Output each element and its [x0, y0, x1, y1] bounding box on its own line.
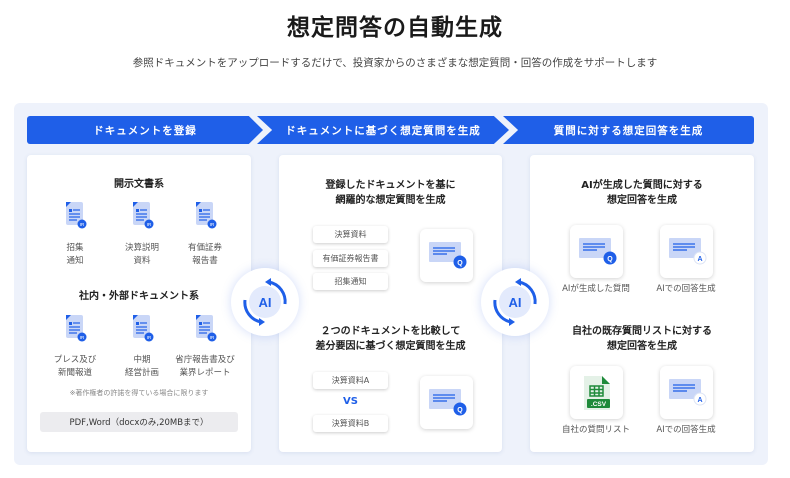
step-1-label: ドキュメントを登録 [93, 124, 197, 137]
vs-label: VS [343, 396, 358, 407]
item-label: AIが生成した質問 [562, 284, 630, 294]
step-3-label: 質問に対する想定回答を生成 [553, 124, 704, 137]
question-doc-icon: Q [427, 238, 467, 274]
document-label: 決算説明資料 [124, 243, 159, 266]
document-icon: IR [60, 200, 90, 234]
document-icon: IR [190, 200, 220, 234]
document-label: 中期経営計画 [124, 355, 159, 378]
step-1-banner: ドキュメントを登録 [27, 116, 263, 144]
doc-pill: 招集通知 [313, 273, 388, 290]
svg-text:IR: IR [147, 335, 152, 340]
document-label: 招集通知 [66, 243, 84, 266]
question-card: Q [570, 225, 623, 278]
doc-pill: 決算資料A [313, 372, 388, 389]
item-label: AIでの回答生成 [656, 284, 716, 294]
ai-processing-badge: AI [481, 268, 549, 336]
svg-text:Q: Q [457, 260, 463, 267]
document-icon: IR [190, 313, 220, 347]
answer-card: A [660, 366, 713, 419]
step-3-banner: 質問に対する想定回答を生成 [503, 116, 754, 144]
item-label: 自社の質問リスト [561, 425, 630, 435]
item-label: AIでの回答生成 [656, 425, 716, 435]
svg-text:IR: IR [80, 222, 85, 227]
svg-text:A: A [697, 397, 702, 404]
document-icon: IR [127, 200, 157, 234]
copyright-note: ※著作権者の許諾を得ている場合に限ります [69, 389, 209, 397]
document-label: プレス及び新聞報道 [53, 355, 97, 378]
svg-text:IR: IR [210, 335, 215, 340]
ai-cycle-icon: AI [243, 278, 287, 326]
step-2-banner: ドキュメントに基づく想定質問を生成 [257, 116, 509, 144]
question-doc-icon: Q [577, 234, 617, 270]
page-title: 想定問答の自動生成 [287, 15, 503, 41]
block-heading: 自社の既存質問リストに対する想定回答を生成 [572, 326, 712, 352]
svg-text:Q: Q [607, 256, 613, 263]
answer-doc-icon: A [667, 375, 707, 411]
csv-file-icon: .CSV [583, 375, 610, 410]
svg-text:A: A [697, 256, 702, 263]
question-card: Q [420, 376, 473, 429]
ai-processing-badge: AI [231, 268, 299, 336]
svg-text:IR: IR [80, 335, 85, 340]
svg-text:IR: IR [147, 222, 152, 227]
answer-card: A [660, 225, 713, 278]
question-doc-icon: Q [427, 385, 467, 421]
question-card: Q [420, 229, 473, 282]
doc-pill: 決算資料 [313, 226, 388, 243]
document-icon: IR [127, 313, 157, 347]
section-heading: 社内・外部ドキュメント系 [79, 291, 199, 302]
doc-pill: 決算資料B [313, 415, 388, 432]
step-2-label: ドキュメントに基づく想定質問を生成 [285, 124, 481, 137]
answer-card [530, 155, 754, 452]
svg-text:AI: AI [509, 295, 522, 310]
block-heading: 登録したドキュメントを基に網羅的な想定質問を生成 [325, 180, 456, 206]
section-heading: 開示文書系 [114, 179, 164, 190]
page-subtitle: 参照ドキュメントをアップロードするだけで、投資家からのさまざまな想定質問・回答の… [132, 57, 658, 69]
svg-text:IR: IR [210, 222, 215, 227]
block-heading: AIが生成した質問に対する想定回答を生成 [581, 180, 703, 206]
svg-text:Q: Q [457, 407, 463, 414]
svg-text:.CSV: .CSV [590, 401, 606, 408]
svg-text:AI: AI [259, 295, 272, 310]
doc-pill: 有価証券報告書 [313, 250, 388, 267]
block-heading: ２つのドキュメントを比較して差分要因に基づく想定質問を生成 [315, 326, 466, 352]
document-label: 省庁報告書及び業界レポート [175, 355, 235, 378]
document-icon: IR [60, 313, 90, 347]
supported-formats: PDF,Word（docxのみ,20MBまで） [40, 412, 238, 432]
csv-file-card: .CSV [570, 366, 623, 419]
ai-cycle-icon: AI [493, 278, 537, 326]
document-label: 有価証券報告書 [187, 243, 222, 266]
answer-doc-icon: A [667, 234, 707, 270]
